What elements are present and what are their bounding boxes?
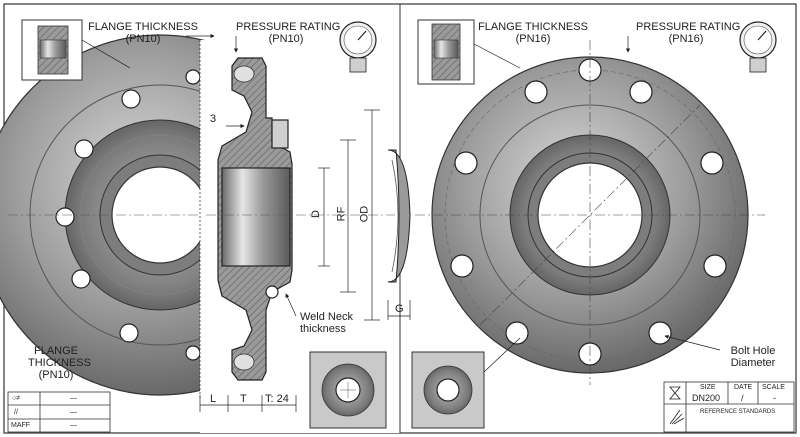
left-pressure-rating-label: PRESSURE RATING (PN10) <box>236 21 341 45</box>
flange-bottom-line2: THICKNESS <box>28 357 91 369</box>
bolt-detail-inset-left <box>309 351 387 429</box>
weld-neck-label: Weld Neck thickness <box>300 311 353 335</box>
right-flange-thickness-line2: (PN16) <box>515 33 551 45</box>
left-flange-thickness-label: FLANGE THICKNESS (PN10) <box>88 21 198 45</box>
right-pressure-rating-label: PRESSURE RATING (PN16) <box>636 21 741 45</box>
dimension-d-label: D <box>309 210 322 218</box>
symbol-table-value-3: — <box>70 422 77 429</box>
dimension-t24-label: T: 24 <box>265 393 289 405</box>
title-block-size-value: DN200 <box>692 393 721 403</box>
right-thickness-inset <box>417 19 475 85</box>
symbol-table-symbol-2: // <box>14 409 18 416</box>
symbol-table-symbol-1: ○≠ <box>12 395 21 402</box>
title-block-size-label: SIZE <box>700 384 716 391</box>
pressure-gauge-left-icon <box>339 21 377 73</box>
title-block-date-label: DATE <box>734 384 753 391</box>
title-block-scale-value: - <box>773 393 776 403</box>
dimension-l-label: L <box>210 393 217 405</box>
dimension-3-label: 3 <box>210 113 217 125</box>
bolt-hole-line2: Diameter <box>730 357 776 369</box>
title-block-scale-label: SCALE <box>762 384 785 391</box>
dimension-g-label: G <box>395 303 404 315</box>
left-pressure-rating-line2: (PN10) <box>268 33 304 45</box>
left-thickness-inset <box>21 19 83 81</box>
dimension-t-label: T <box>240 393 247 405</box>
caliper-icon <box>669 409 685 425</box>
left-bolt-holes <box>55 69 201 361</box>
symbol-table-value-2: — <box>70 409 77 416</box>
flange-section-view <box>217 57 293 381</box>
symbol-table <box>7 391 111 433</box>
gasket <box>387 149 411 283</box>
title-block <box>663 381 795 433</box>
pressure-gauge-right-icon <box>739 21 777 73</box>
weld-neck-line2: thickness <box>300 323 346 335</box>
flange-bottom-line1: FLANGE <box>33 345 78 357</box>
flange-bottom-line3: (PN10) <box>38 369 74 381</box>
left-pressure-rating-line1: PRESSURE RATING <box>236 21 341 33</box>
bolt-hole-diameter-label: Bolt Hole Diameter <box>718 345 788 369</box>
right-flange-thickness-label: FLANGE THICKNESS (PN16) <box>478 21 588 45</box>
hourglass-icon <box>669 386 681 400</box>
right-pressure-rating-line2: (PN16) <box>668 33 704 45</box>
symbol-table-value-1: — <box>70 395 77 402</box>
right-flange-thickness-line1: FLANGE THICKNESS <box>478 21 588 33</box>
left-flange-thickness-bottom-label: FLANGE THICKNESS (PN10) <box>28 345 91 381</box>
left-flange-thickness-line2: (PN10) <box>125 33 161 45</box>
left-flange-thickness-line1: FLANGE THICKNESS <box>88 21 198 33</box>
weld-neck-line1: Weld Neck <box>300 311 353 323</box>
title-block-reference: REFERENCE STANDARDS <box>700 409 776 415</box>
right-pressure-rating-line1: PRESSURE RATING <box>636 21 741 33</box>
dimension-od-label: OD <box>358 205 371 223</box>
title-block-date-value: / <box>741 393 744 403</box>
symbol-table-symbol-3: MAFF <box>11 422 31 429</box>
bolt-hole-line1: Bolt Hole <box>730 345 776 357</box>
dimension-rf-label: RF <box>335 206 348 222</box>
bolt-detail-inset-right <box>411 351 485 429</box>
right-bolt-holes <box>450 58 727 366</box>
